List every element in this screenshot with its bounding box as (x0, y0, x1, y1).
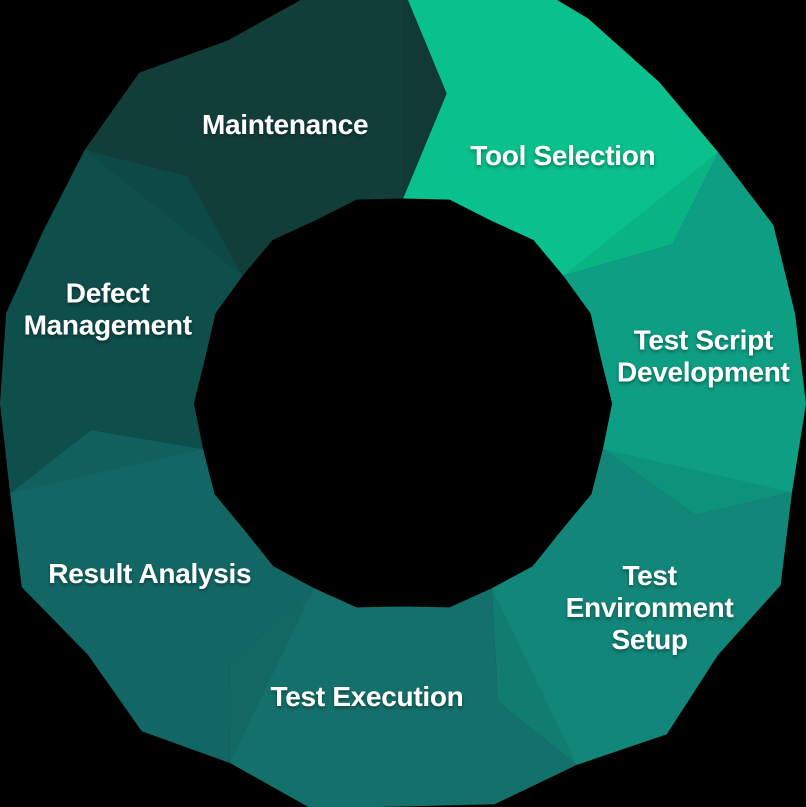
segment-defect-management (0, 149, 243, 494)
segment-tool-selection (403, 0, 719, 276)
segment-test-script-development (563, 152, 806, 515)
segment-result-analysis-tip-facet (10, 430, 204, 494)
segment-test-environment-setup-tip-facet (491, 588, 577, 765)
segment-tool-selection-tip-facet (563, 152, 719, 276)
segment-maintenance-tip-facet (403, 0, 447, 199)
segment-test-execution-tip-facet (229, 588, 315, 763)
segment-result-analysis-label: Result Analysis (48, 558, 251, 589)
segment-defect-management-tip-facet (84, 149, 243, 276)
segment-result-analysis (10, 430, 315, 763)
segment-maintenance-label: Maintenance (202, 109, 368, 140)
segment-test-execution (229, 588, 577, 807)
segment-tool-selection-label: Tool Selection (470, 140, 655, 171)
segment-test-script-development-tip-facet (602, 449, 792, 515)
segment-maintenance (84, 0, 447, 276)
segment-test-execution-label: Test Execution (271, 681, 464, 712)
segment-test-environment-setup (491, 449, 792, 765)
